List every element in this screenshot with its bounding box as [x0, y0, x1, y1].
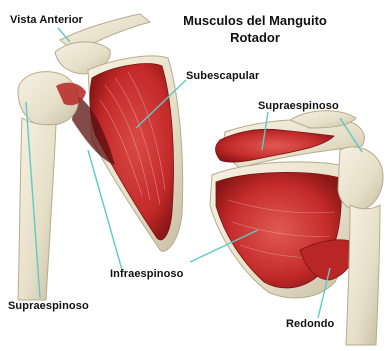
label-subescapular: Subescapular [186, 70, 259, 82]
label-supraespinoso-right: Supraespinoso [258, 100, 339, 112]
title-line-1: Musculos del Manguito [170, 12, 340, 29]
humerus-shaft-posterior-bone [346, 205, 380, 345]
label-infraespinoso: Infraespinoso [110, 268, 183, 280]
view-label: Vista Anterior [10, 14, 83, 26]
label-supraespinoso-left: Supraespinoso [8, 300, 89, 312]
label-redondo: Redondo [286, 318, 334, 330]
title-line-2: Rotador [170, 29, 340, 46]
posterior-view [210, 111, 383, 345]
humerus-head-posterior-bone [338, 147, 383, 210]
figure-title: Musculos del Manguito Rotador [170, 12, 340, 46]
anterior-view [18, 14, 183, 300]
humerus-shaft-bone [18, 118, 56, 300]
